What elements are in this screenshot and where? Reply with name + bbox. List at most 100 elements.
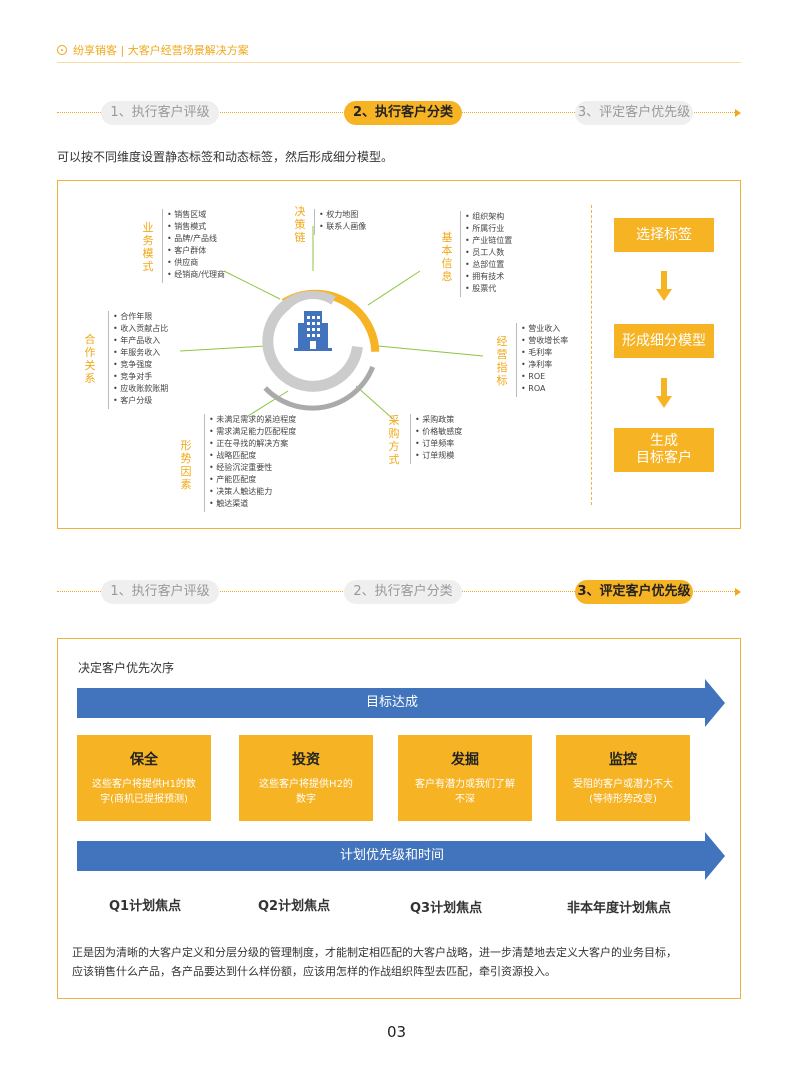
generate-target-customers-box: 生成 目标客户: [614, 428, 714, 472]
group-list-business-model: 销售区域 销售模式 品牌/产品线 客户群体 供应商 经销商/代理商: [162, 209, 225, 283]
group-label-purchase: 采购方式: [388, 414, 400, 466]
connector-cooperation: [179, 345, 267, 352]
group-list-decision-chain: 权力地图 联系人画像: [314, 209, 366, 235]
list-item: 股票代: [465, 283, 512, 295]
quarter-label-q2: Q2计划焦点: [258, 899, 331, 914]
ring-gray-outer: [263, 365, 376, 411]
list-item: 营收增长率: [521, 335, 568, 347]
step-1-execute-rating: 1、执行客户评级: [101, 580, 219, 604]
steps-arrow-icon: [735, 109, 741, 117]
steps-top: 1、执行客户评级 2、执行客户分类 3、评定客户优先级: [57, 101, 741, 125]
select-tags-box: 选择标签: [614, 218, 714, 252]
arrow-right-icon: [705, 679, 725, 727]
list-item: ROE: [521, 371, 568, 383]
quarter-label-q1: Q1计划焦点: [109, 899, 182, 914]
group-label-business-model: 业务模式: [142, 221, 154, 273]
connector-situation: [247, 390, 289, 417]
list-item: 客户群体: [167, 245, 225, 257]
step-3-priority: 3、评定客户优先级: [575, 580, 693, 604]
building-icon: [294, 311, 332, 351]
list-item: 客户分级: [113, 395, 168, 407]
list-item: 供应商: [167, 257, 225, 269]
group-label-basic-info: 基本信息: [441, 231, 453, 283]
priority-title: 决定客户优先次序: [78, 661, 175, 675]
priority-section: 决定客户优先次序 目标达成 保全 这些客户将提供H1的数字(商机已提报预测) 投…: [57, 638, 741, 999]
list-item: 经验沉淀重要性: [209, 462, 296, 474]
form-segment-model-box: 形成细分模型: [614, 324, 714, 358]
group-list-situation: 未满足需求的紧迫程度 需求满足能力匹配程度 正在寻找的解决方案 战略匹配度 经验…: [204, 414, 296, 512]
list-item: 毛利率: [521, 347, 568, 359]
group-label-decision-chain: 决策链: [294, 205, 306, 244]
header-text: 纷享销客 | 大客户经营场景解决方案: [73, 44, 249, 57]
connector-basic: [367, 270, 421, 306]
down-arrow-icon: [656, 271, 672, 303]
quarter-label-q3: Q3计划焦点: [410, 901, 483, 916]
list-item: 年产品收入: [113, 335, 168, 347]
intro-text: 可以按不同维度设置静态标签和动态标签，然后形成细分模型。: [57, 150, 394, 164]
ring-gray-inner: [262, 290, 363, 392]
header-divider: [57, 62, 741, 63]
card-monitor: 监控 受阻的客户或潜力不大(等待形势改变): [556, 735, 690, 821]
list-item: 收入贡献占比: [113, 323, 168, 335]
list-item: 竞争强度: [113, 359, 168, 371]
diagram-graphics: [179, 226, 484, 420]
list-item: 采购政策: [415, 414, 462, 426]
page-header: 纷享销客 | 大客户经营场景解决方案: [57, 42, 249, 58]
list-item: 总部位置: [465, 259, 512, 271]
card-explore: 发掘 客户有潜力或我们了解不深: [398, 735, 532, 821]
group-label-operating-metrics: 经营指标: [496, 335, 508, 387]
list-item: 应收账款账期: [113, 383, 168, 395]
list-item: 联系人画像: [319, 221, 366, 233]
list-item: 订单规模: [415, 450, 462, 462]
steps-bottom: 1、执行客户评级 2、执行客户分类 3、评定客户优先级: [57, 580, 741, 604]
list-item: 产业链位置: [465, 235, 512, 247]
list-item: 拥有技术: [465, 271, 512, 283]
list-item: 竞争对手: [113, 371, 168, 383]
group-list-basic-info: 组织架构 所属行业 产业链位置 员工人数 总部位置 拥有技术 股票代: [460, 211, 512, 297]
brand-circle-icon: [57, 45, 67, 55]
list-item: 品牌/产品线: [167, 233, 225, 245]
list-item: 触达渠道: [209, 498, 296, 510]
connector-business: [223, 270, 281, 300]
list-item: 销售模式: [167, 221, 225, 233]
step-2-execute-classification: 2、执行客户分类: [344, 580, 462, 604]
page-number: 03: [386, 1023, 407, 1041]
connector-operation: [377, 345, 484, 357]
group-label-situation: 形势因素: [180, 439, 192, 491]
quarter-label-non-annual: 非本年度计划焦点: [567, 901, 672, 916]
list-item: 经销商/代理商: [167, 269, 225, 281]
step-1-execute-rating: 1、执行客户评级: [101, 101, 219, 125]
goal-arrow: 目标达成: [77, 679, 725, 727]
list-item: 所属行业: [465, 223, 512, 235]
list-item: 组织架构: [465, 211, 512, 223]
plan-arrow: 计划优先级和时间: [77, 832, 725, 880]
list-item: 营业收入: [521, 323, 568, 335]
group-list-operating-metrics: 营业收入 营收增长率 毛利率 净利率 ROE ROA: [516, 323, 568, 397]
flow-divider: [591, 205, 592, 505]
card-preserve: 保全 这些客户将提供H1的数字(商机已提报预测): [77, 735, 211, 821]
arrow-right-icon: [705, 832, 725, 880]
group-list-cooperation: 合作年限 收入贡献占比 年产品收入 年服务收入 竞争强度 竞争对手 应收账款账期…: [108, 311, 168, 409]
list-item: 未满足需求的紧迫程度: [209, 414, 296, 426]
list-item: 需求满足能力匹配程度: [209, 426, 296, 438]
down-arrow-icon: [656, 378, 672, 410]
list-item: 战略匹配度: [209, 450, 296, 462]
step-2-execute-classification: 2、执行客户分类: [344, 101, 462, 125]
connector-purchase: [355, 385, 394, 420]
list-item: 年服务收入: [113, 347, 168, 359]
list-item: 员工人数: [465, 247, 512, 259]
steps-arrow-icon: [735, 588, 741, 596]
list-item: 销售区域: [167, 209, 225, 221]
list-item: 正在寻找的解决方案: [209, 438, 296, 450]
list-item: 权力地图: [319, 209, 366, 221]
group-label-cooperation: 合作关系: [84, 333, 96, 385]
list-item: 订单频率: [415, 438, 462, 450]
card-invest: 投资 这些客户将提供H2的数字: [239, 735, 373, 821]
list-item: 产能匹配度: [209, 474, 296, 486]
list-item: 决策人触达能力: [209, 486, 296, 498]
group-list-purchase: 采购政策 价格敏感度 订单频率 订单规模: [410, 414, 462, 464]
list-item: 合作年限: [113, 311, 168, 323]
list-item: ROA: [521, 383, 568, 395]
step-3-priority: 3、评定客户优先级: [575, 101, 693, 125]
